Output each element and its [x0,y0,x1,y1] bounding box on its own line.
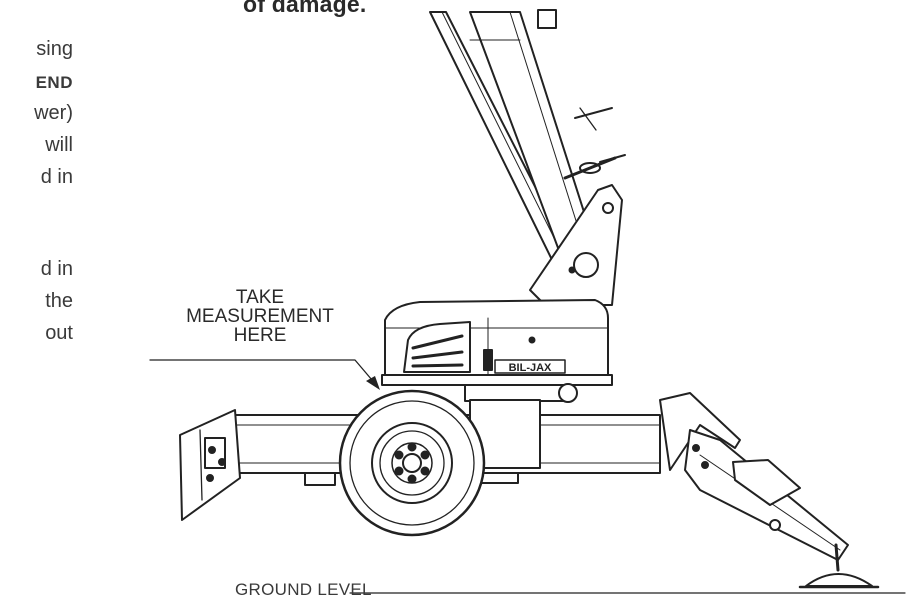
text-fragment: will [45,134,73,156]
text-fragment: wer) [34,102,73,124]
engine-hood [381,299,613,403]
text-fragment: the [45,290,73,312]
ground-level-label: GROUND LEVEL [235,580,372,599]
callout-leader [149,359,380,390]
text-fragment: out [45,322,73,344]
text-fragment: d in [40,258,73,280]
left-outrigger [179,409,241,521]
text-fragment: sing [36,38,73,60]
callout-line-3: HERE [233,325,287,346]
text-fragment: d in [40,166,73,188]
wheel [338,389,486,537]
callout-line-1: TAKE [235,287,285,308]
text-fragment: END [35,73,73,92]
callout-line-2: MEASUREMENT [186,306,334,327]
right-outrigger [659,392,880,589]
section-heading: of damage. [243,0,367,17]
bil-jax-logo: BIL-JAX [509,362,552,374]
measurement-callout: TAKE MEASUREMENT HERE [150,288,370,345]
